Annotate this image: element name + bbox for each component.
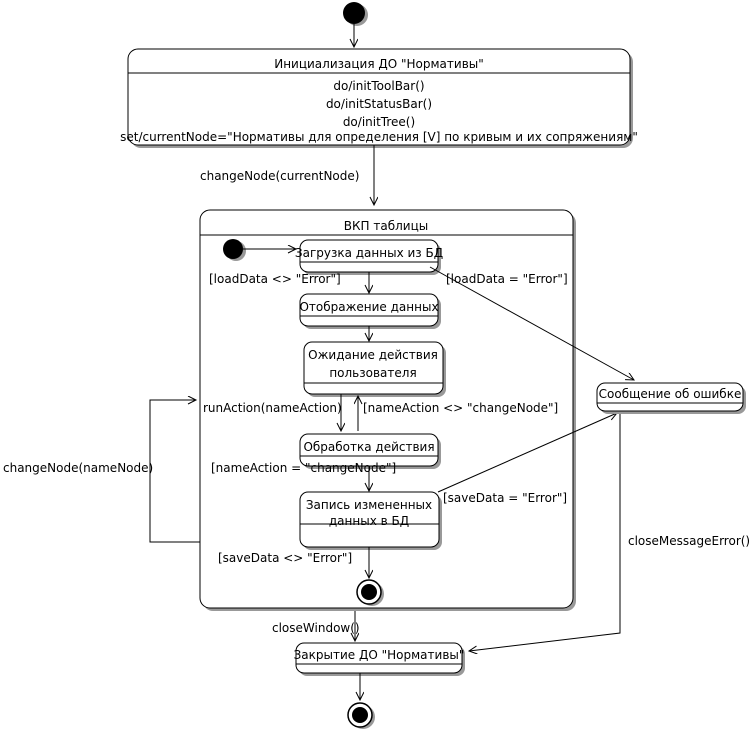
composite-state-table: ВКП таблицы: [199, 209, 576, 611]
state-initialization-line-2: do/initTree(): [343, 115, 415, 129]
label-name-action-eq: [nameAction = "changeNode"]: [211, 461, 396, 475]
state-save-data: Запись измененных данных в БД: [299, 491, 442, 550]
state-display-data-title: Отображение данных: [299, 300, 438, 314]
state-initialization-title: Инициализация ДО "Нормативы": [274, 57, 484, 71]
label-save-ok: [saveData <> "Error"]: [218, 551, 352, 565]
transition-save-to-error: [437, 413, 617, 493]
label-name-action-ne: [nameAction <> "changeNode"]: [363, 401, 558, 415]
transition-load-to-error: [429, 266, 634, 380]
transition-change-node-loop: [149, 400, 200, 543]
state-load-data: Загрузка данных из БД: [295, 239, 443, 275]
state-save-data-title-line2: данных в БД: [329, 514, 409, 528]
state-initialization-line-1: do/initStatusBar(): [326, 97, 432, 111]
label-load-ok: [loadData <> "Error"]: [209, 272, 341, 286]
inner-initial-state: [223, 239, 246, 261]
initial-state: [343, 2, 368, 26]
state-process-action: Обработка действия: [299, 433, 441, 469]
state-process-action-title: Обработка действия: [303, 440, 434, 454]
final-state: [347, 702, 375, 729]
label-load-err: [loadData = "Error"]: [446, 272, 568, 286]
inner-final-state: [356, 579, 384, 606]
state-initialization: Инициализация ДО "Нормативы" do/initTool…: [120, 48, 638, 148]
state-error-message-title: Сообщение об ошибке: [599, 387, 742, 401]
state-initialization-line-3: set/currentNode="Нормативы для определен…: [120, 130, 638, 144]
label-save-err: [saveData = "Error"]: [443, 491, 567, 505]
composite-state-title: ВКП таблицы: [344, 219, 428, 233]
state-save-data-title-line1: Запись измененных: [306, 498, 432, 512]
state-close: Закрытие ДО "Нормативы": [294, 642, 465, 676]
state-display-data: Отображение данных: [299, 293, 441, 329]
state-close-title: Закрытие ДО "Нормативы": [294, 648, 465, 662]
state-wait-user-action-title-line2: пользователя: [329, 366, 416, 380]
label-change-current-node: changeNode(currentNode): [200, 169, 359, 183]
state-error-message: Сообщение об ошибке: [596, 382, 746, 414]
label-close-window: closeWindow(): [272, 621, 360, 635]
label-change-node: changeNode(nameNode): [3, 461, 153, 475]
state-load-data-title: Загрузка данных из БД: [295, 246, 443, 260]
label-run-action: runAction(nameAction): [203, 401, 342, 415]
label-close-message-error: closeMessageError(): [628, 534, 750, 548]
state-initialization-line-0: do/initToolBar(): [333, 79, 424, 93]
state-wait-user-action-title-line1: Ожидание действия: [308, 348, 438, 362]
transition-error-to-close: [469, 414, 621, 651]
state-wait-user-action: Ожидание действия пользователя: [303, 341, 446, 397]
